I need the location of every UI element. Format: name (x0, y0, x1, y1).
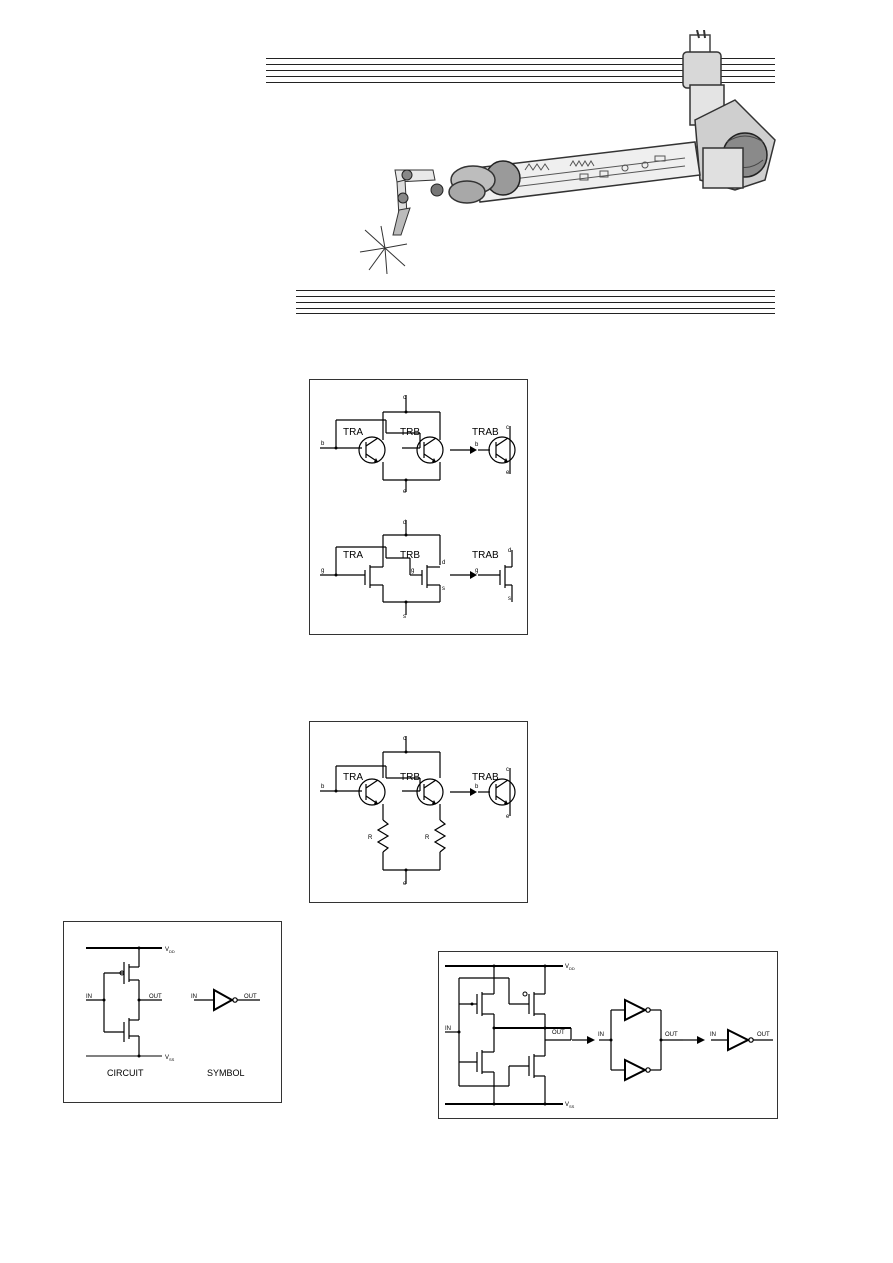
fig2-trab-c-label: c (506, 767, 509, 773)
mos-trb-label: TRB (400, 550, 420, 561)
fig3-symbol-out-label: OUT (244, 994, 257, 1000)
parallel-bjt-resistor-schematic: c b e TRA TRB TRAB R R c b e (320, 736, 516, 887)
fig2-trb-label: TRB (400, 772, 420, 783)
fig2-trab-e-label: e (506, 814, 510, 820)
mos-tra-label: TRA (343, 550, 363, 561)
fig4-mid-out-label: OUT (665, 1032, 678, 1038)
fig4-out-label: OUT (552, 1030, 565, 1036)
fig2-trab-label: TRAB (472, 772, 499, 783)
robot-arm-illustration (355, 30, 785, 285)
fig4-end-in-label: IN (710, 1032, 716, 1038)
mos-trab-g-label: g (475, 568, 478, 574)
parallel-transistors-schematic: c b e TRA TRB TRAB c b e (320, 395, 516, 620)
bjt-e-label: e (403, 489, 407, 495)
fig3-caption-circuit: CIRCUIT (107, 1068, 144, 1078)
mos-trb-d-label: d (442, 560, 445, 566)
mos-s-label: s (403, 614, 406, 620)
mos-trab-d-label: d (508, 548, 511, 554)
fig3-caption-symbol: SYMBOL (207, 1068, 245, 1078)
bjt-trab-label: TRAB (472, 427, 499, 438)
bjt-b-label: b (321, 441, 325, 447)
bjt-tra-label: TRA (343, 427, 363, 438)
fig3-out-label: OUT (149, 994, 162, 1000)
fig4-vdd-label: VDD (565, 964, 575, 971)
figure-parallel-bjt-resistors: c b e TRA TRB TRAB R R c b e (309, 721, 528, 903)
fig2-r1-label: R (368, 835, 373, 841)
figure-cmos-buffer: VDD VSS IN OUT IN OUT CIRCUIT SYMBOL (63, 921, 282, 1103)
fig3-vss-label: VSS (165, 1055, 175, 1062)
fig4-vss-label: VSS (565, 1102, 575, 1109)
fig2-c-label: c (403, 736, 406, 742)
bjt-trab-c-label: c (506, 425, 509, 431)
cmos-buffer-schematic: VDD VSS IN OUT IN OUT CIRCUIT SYMBOL (86, 946, 260, 1078)
mos-trab-s-label: s (508, 596, 511, 602)
fig2-tra-label: TRA (343, 772, 363, 783)
mos-trb-g-label: g (411, 568, 414, 574)
fig2-b-label: b (321, 784, 325, 790)
fig4-end-out-label: OUT (757, 1032, 770, 1038)
bjt-trab-e-label: e (506, 470, 510, 476)
fig2-e-label: e (403, 881, 407, 887)
fig4-mid-in-label: IN (598, 1032, 604, 1038)
figure-parallel-cmos-buffers: VDD VSS IN OUT IN OUT IN OUT (438, 951, 778, 1119)
figure-parallel-transistors: c b e TRA TRB TRAB c b e (309, 379, 528, 635)
fig3-in-label: IN (86, 994, 92, 1000)
fig3-symbol-in-label: IN (191, 994, 197, 1000)
mos-d-label: d (403, 520, 406, 526)
bjt-c-label: c (403, 395, 406, 401)
mos-trab-label: TRAB (472, 550, 499, 561)
bjt-trab-b-label: b (475, 442, 479, 448)
bjt-trb-label: TRB (400, 427, 420, 438)
mos-trb-s-label: s (442, 586, 445, 592)
fig3-vdd-label: VDD (165, 947, 175, 954)
fig2-trab-b-label: b (475, 784, 479, 790)
parallel-cmos-buffers-schematic: VDD VSS IN OUT IN OUT IN OUT (445, 964, 773, 1109)
mos-g-label: g (321, 568, 324, 574)
fig4-in-label: IN (445, 1026, 451, 1032)
fig2-r2-label: R (425, 835, 430, 841)
